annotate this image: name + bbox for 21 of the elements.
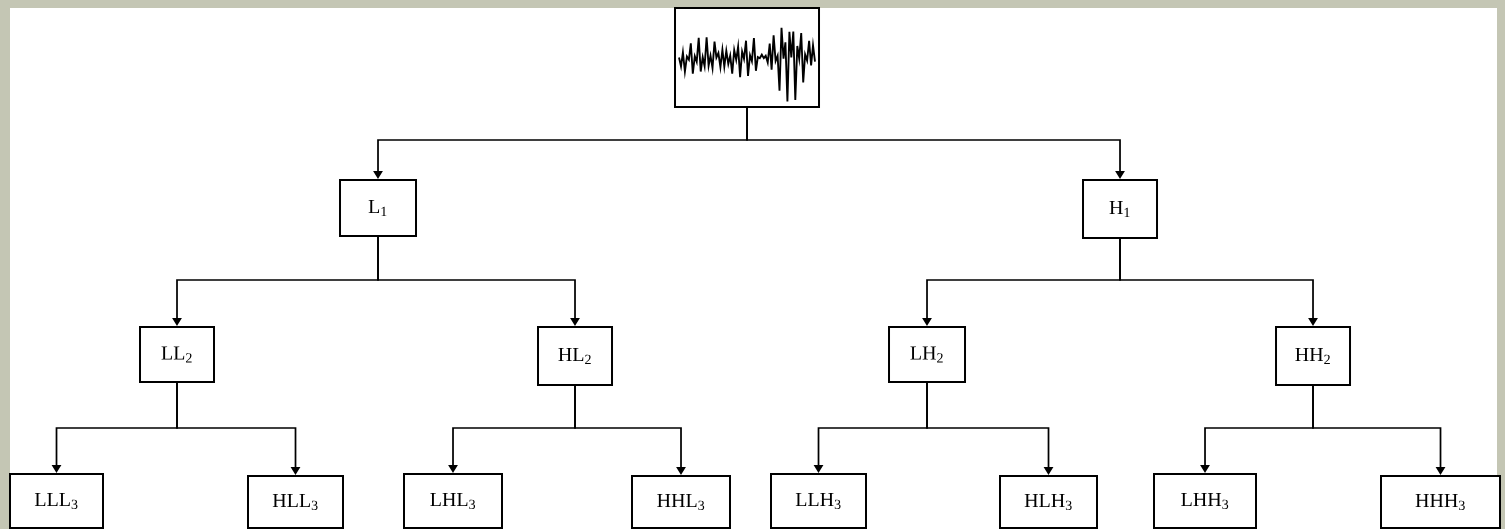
subband-box: HHH$_{3}$ [1380, 475, 1501, 529]
arrow [377, 236, 580, 326]
arrow [1119, 238, 1318, 326]
arrow [574, 385, 686, 475]
arrow [1312, 385, 1446, 475]
subband-box: LHL$_{3}$ [403, 473, 503, 529]
subband-box: HHL$_{3}$ [631, 475, 731, 529]
subband-box: L$_{1}$ [339, 179, 417, 237]
arrow [746, 107, 1125, 179]
subband-box: LH$_{2}$ [888, 326, 966, 383]
subband-box: HL$_{2}$ [537, 326, 613, 386]
subband-box: H$_{1}$ [1082, 179, 1158, 239]
arrow [176, 382, 301, 475]
subband-box: HLL$_{3}$ [247, 475, 344, 529]
subband-box: LLH$_{3}$ [770, 473, 867, 529]
subband-box: LHH$_{3}$ [1153, 473, 1257, 529]
arrow [926, 382, 1054, 475]
subband-box: HLH$_{3}$ [999, 475, 1098, 529]
subband-box: LL$_{2}$ [139, 326, 215, 383]
subband-box: HH$_{2}$ [1275, 326, 1351, 386]
subband-box: LLL$_{3}$ [9, 473, 104, 529]
